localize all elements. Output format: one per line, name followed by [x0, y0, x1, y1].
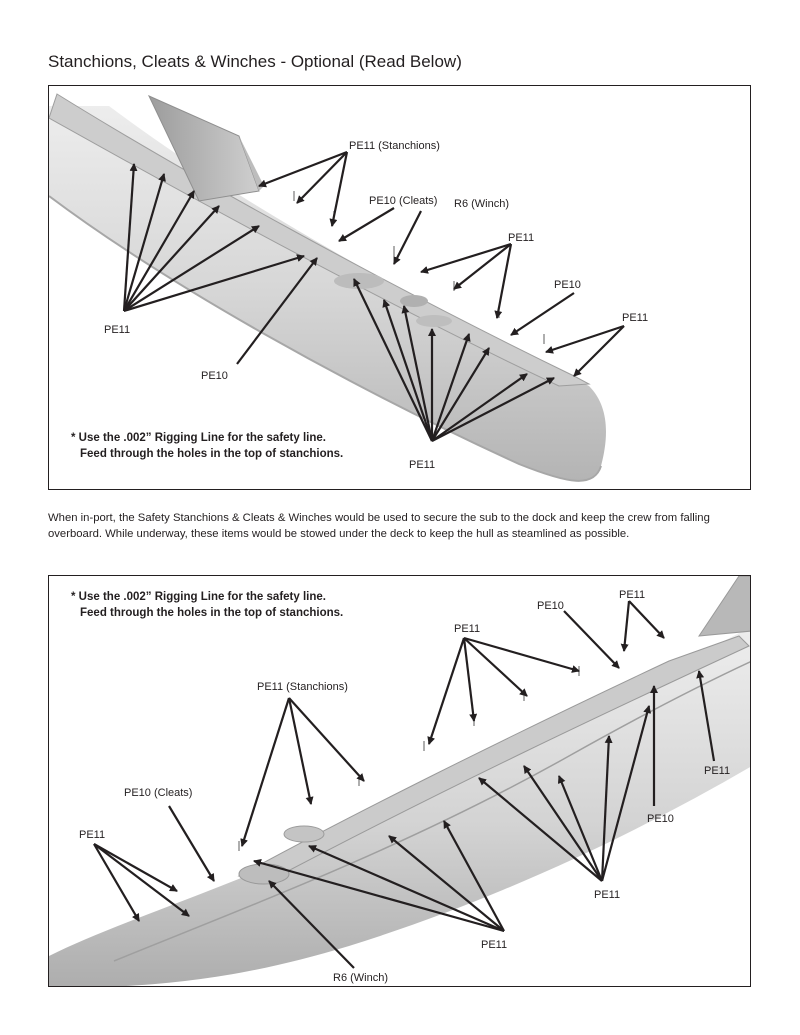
rigging-note-line2: Feed through the holes in the top of sta…	[80, 607, 344, 619]
page-title: Stanchions, Cleats & Winches - Optional …	[48, 52, 462, 71]
label-pe11: PE11	[409, 459, 435, 471]
label-pe10-cleats: PE10 (Cleats)	[369, 195, 437, 207]
label-pe11: PE11	[594, 889, 620, 901]
label-pe11: PE11	[622, 312, 648, 324]
bottom-illustration-panel: PE10 PE11 PE11 PE11 (Stanchions) PE10 (C…	[48, 575, 751, 987]
rigging-note: * Use the .002” Rigging Line for the saf…	[71, 589, 343, 621]
sail-shape	[698, 576, 750, 637]
rigging-note-line1: * Use the .002” Rigging Line for the saf…	[71, 591, 326, 603]
label-r6-winch: R6 (Winch)	[454, 198, 509, 210]
label-pe11: PE11	[619, 589, 645, 601]
top-illustration-panel: PE11 (Stanchions) PE10 (Cleats) R6 (Winc…	[48, 85, 751, 490]
label-pe11: PE11	[481, 939, 507, 951]
label-pe11: PE11	[104, 324, 130, 336]
top-submarine-illustration: PE11 (Stanchions) PE10 (Cleats) R6 (Winc…	[49, 93, 648, 482]
label-r6-winch: R6 (Winch)	[333, 972, 388, 984]
label-pe10: PE10	[647, 813, 674, 825]
description-text: When in-port, the Safety Stanchions & Cl…	[48, 512, 710, 541]
rigging-note-line2: Feed through the holes in the top of sta…	[80, 448, 344, 460]
label-pe11: PE11	[454, 623, 480, 635]
label-pe11: PE11	[508, 232, 534, 244]
label-pe11: PE11	[79, 829, 105, 841]
label-pe11: PE11	[704, 765, 730, 777]
label-pe10: PE10	[554, 279, 581, 291]
label-pe10: PE10	[201, 370, 228, 382]
label-pe10: PE10	[537, 600, 564, 612]
rigging-note: * Use the .002” Rigging Line for the saf…	[71, 430, 343, 462]
rigging-note-line1: * Use the .002” Rigging Line for the saf…	[71, 432, 326, 444]
label-pe11-stanchions: PE11 (Stanchions)	[257, 681, 348, 693]
label-pe11-stanchions: PE11 (Stanchions)	[349, 140, 440, 152]
bottom-submarine-illustration: PE10 PE11 PE11 PE11 (Stanchions) PE10 (C…	[49, 576, 750, 986]
label-pe10-cleats: PE10 (Cleats)	[124, 787, 192, 799]
deck-shape	[237, 635, 750, 882]
